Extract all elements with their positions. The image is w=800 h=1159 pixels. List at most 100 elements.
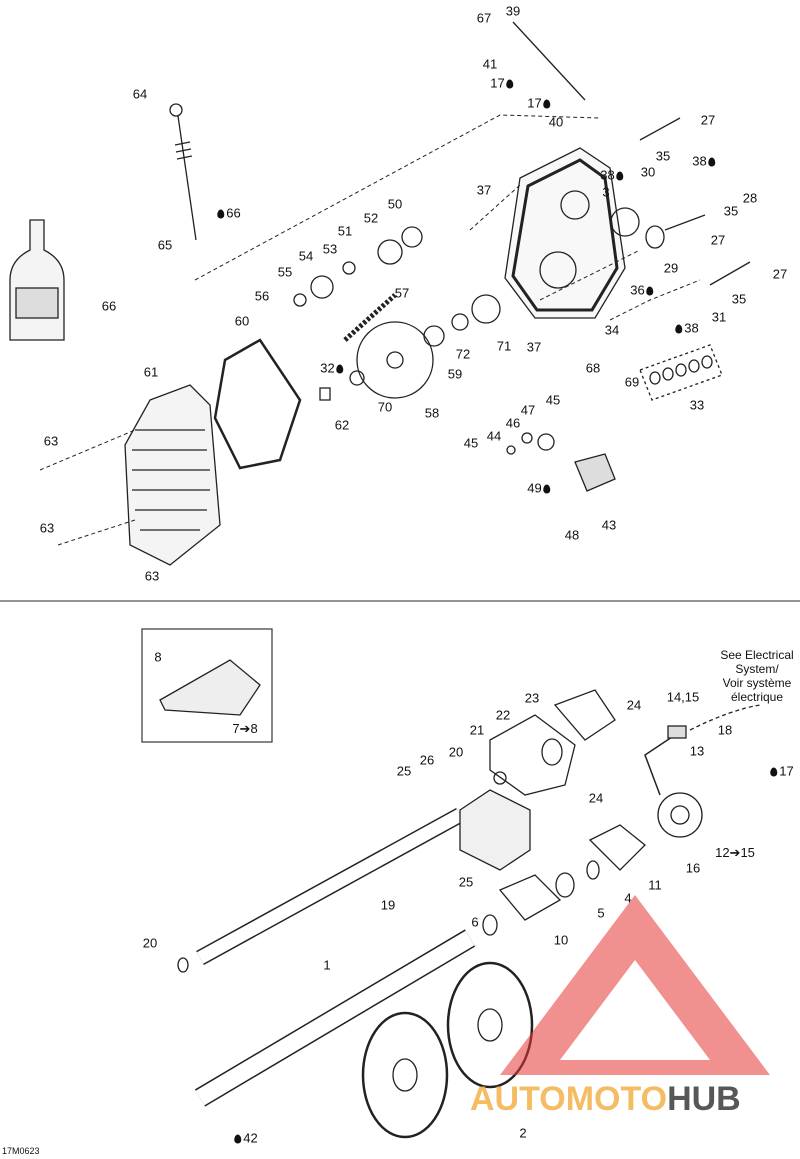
label-text: 17: [490, 75, 505, 91]
sensor-13: [667, 725, 687, 739]
plate-10: [498, 874, 562, 921]
callout-label: 63: [43, 433, 59, 449]
callout-label: 24: [588, 790, 604, 806]
callout-label: 63: [144, 568, 160, 584]
callout-label: 64: [132, 86, 148, 102]
callout-label: 36: [630, 283, 655, 298]
electrical-system-note: See Electrical System/ Voir système élec…: [712, 648, 800, 704]
callout-label: 38: [692, 154, 717, 169]
callout-label: 42: [232, 1130, 258, 1146]
callout-label: 12➔15: [715, 845, 755, 860]
callout-label: 27: [772, 266, 788, 282]
inset-box: [141, 628, 273, 743]
callout-label: 2: [519, 1125, 527, 1141]
bolt: [639, 117, 681, 141]
callout-label: 14,15: [666, 689, 700, 705]
shaft-1: [194, 929, 476, 1107]
callout-label: 3: [602, 184, 610, 200]
callout-label: 29: [663, 260, 679, 276]
callout-label: 23: [524, 690, 540, 706]
callout-label: 60: [234, 313, 250, 329]
callout-label: 28: [742, 190, 758, 206]
callout-label: 17: [527, 96, 552, 111]
note-line: électrique: [730, 690, 784, 704]
callout-label: 25: [396, 763, 412, 779]
callout-label: 26: [419, 752, 435, 768]
note-line: System/: [735, 662, 779, 676]
callout-label: 31: [711, 309, 727, 325]
leader-lines: [39, 114, 701, 546]
callout-label: 30: [640, 164, 656, 180]
callout-label: 35: [723, 203, 739, 219]
callout-label: 17: [768, 764, 794, 779]
callout-label: 6: [471, 914, 479, 930]
lubricant-drop-icon: [708, 157, 716, 167]
sensor-wire: [644, 734, 676, 796]
lubricant-drop-icon: [336, 364, 344, 374]
callout-label: 39: [505, 3, 521, 19]
shaft-19: [196, 807, 464, 966]
callout-label: 20: [448, 744, 464, 760]
callout-label: 53: [322, 241, 338, 257]
callout-label: 41: [482, 56, 498, 72]
callout-label: 24: [626, 697, 642, 713]
callout-label: 21: [469, 722, 485, 738]
cover-61: [124, 384, 221, 566]
callout-label: 46: [505, 415, 521, 431]
lubricant-drop-icon: [770, 767, 778, 777]
callout-label: 7➔8: [232, 721, 258, 736]
watermark-part: HUB: [667, 1080, 741, 1118]
label-text: 42: [243, 1130, 258, 1146]
callout-label: 40: [548, 114, 564, 130]
bushing-29: [645, 225, 665, 249]
sensor-plate-16: [657, 792, 703, 838]
callout-label: 19: [380, 897, 396, 913]
lubricant-drop-icon: [616, 171, 624, 181]
callout-label: 20: [142, 935, 158, 951]
callout-label: 13: [689, 743, 705, 759]
callout-label: 34: [604, 322, 620, 338]
callout-label: 45: [545, 392, 561, 408]
bearing-71: [471, 294, 501, 324]
callout-label: 25: [458, 874, 474, 890]
note-line: See Electrical: [720, 648, 794, 662]
lubricant-drop-icon: [543, 484, 551, 494]
lubricant-drop-icon: [506, 79, 514, 89]
callout-label: 33: [689, 397, 705, 413]
callout-label: 47: [520, 402, 536, 418]
callout-label: 48: [564, 527, 580, 543]
callout-label: 35: [731, 291, 747, 307]
housing-23: [553, 689, 616, 741]
callout-label: 18: [717, 722, 733, 738]
callout-label: 44: [486, 428, 502, 444]
callout-label: 55: [277, 264, 293, 280]
diagram-code: 17M0623: [2, 1146, 40, 1156]
gearcase-housing: [504, 147, 626, 319]
callout-label: 52: [363, 210, 379, 226]
bearing-52: [377, 239, 403, 265]
plate-25: [459, 789, 531, 871]
callout-label: 58: [424, 405, 440, 421]
dipstick: [169, 103, 197, 241]
label-text: 49: [527, 480, 542, 496]
label-text: 38: [600, 167, 615, 183]
label-text: 32: [320, 360, 335, 376]
callout-label: 70: [377, 399, 393, 415]
label-text: 38: [692, 153, 707, 169]
plate-21: [489, 714, 576, 796]
label-text: 36: [630, 282, 645, 298]
label-text: 66: [226, 205, 241, 221]
callout-label: 61: [143, 364, 159, 380]
callout-label: 27: [700, 112, 716, 128]
callout-label: 69: [624, 374, 640, 390]
callout-label: 4: [624, 890, 632, 906]
callout-label: 22: [495, 707, 511, 723]
callout-label: 38: [600, 168, 625, 183]
label-text: 17: [527, 95, 542, 111]
gasket-60: [213, 338, 302, 470]
callout-label: 32: [320, 361, 345, 376]
lubricant-drop-icon: [234, 1134, 242, 1144]
callout-label: 71: [496, 338, 512, 354]
